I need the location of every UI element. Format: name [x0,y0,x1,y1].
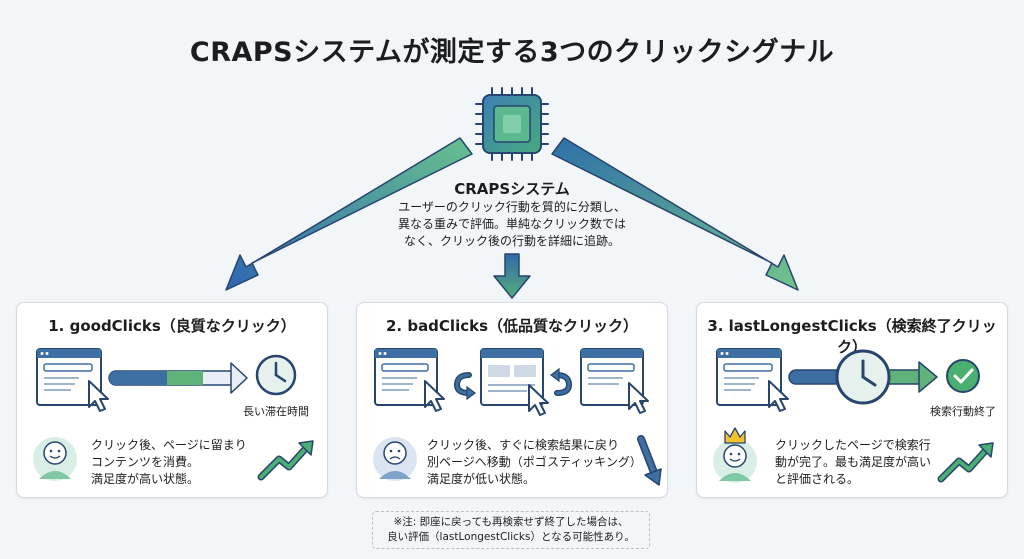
lastlongestclicks-card: 3. lastLongestClicks（検索終了クリック） [696,302,1008,498]
craps-system-description-text: ユーザーのクリック行動を質的に分類し、 異なる重みで評価。単純なクリック数では … [397,200,626,248]
large-clock-icon [835,349,891,405]
back-arrow-icon [550,367,573,396]
trend-up-icon [937,442,994,483]
cpu-chip-icon [475,87,549,161]
browser-window-icon [716,348,782,406]
search-results-browser-icon [374,348,445,412]
search-end-label: 検索行動終了 [930,405,996,418]
time-flow-arrow [108,362,248,394]
craps-system-description: ユーザーのクリック行動を質的に分類し、 異なる重みで評価。単純なクリック数では … [370,199,654,250]
badclicks-title: 2. badClicks（低品質なクリック） [385,317,639,335]
search-results-browser-icon-2 [580,348,649,414]
mouse-cursor-icon [88,380,109,412]
browser-window-icon [36,348,102,406]
page-browser-icon [480,348,549,416]
long-dwell-time-label: 長い滞在時間 [243,405,309,418]
return-arrow-icon [453,372,476,401]
goodclicks-card: 1. goodClicks（良質なクリック） [16,302,328,498]
lastlongestclicks-description: クリックしたページで検索行 動が完了。最も満足度が高い と評価される。 [775,438,932,486]
trend-down-icon [637,435,662,486]
arrow-to-goodclicks [225,137,473,291]
footnote: ※注: 即座に戻っても再検索せず終了した場合は、 良い評価（lastLonges… [372,511,650,549]
arrow-to-lastlongestclicks [551,137,799,291]
badclicks-card: 2. badClicks（低品質なクリック） [356,302,668,498]
trend-up-icon [257,440,314,481]
diagram-title: CRAPSシステムが測定する3つのクリックシグナル [189,37,835,68]
happy-user-avatar [33,437,77,481]
sad-user-avatar [373,437,417,481]
craps-system-label: CRAPSシステム [454,180,570,198]
crowned-happy-user-avatar [713,427,757,483]
goodclicks-title: 1. goodClicks（良質なクリック） [48,317,296,335]
goodclicks-description: クリック後、ページに留まり コンテンツを消費。 満足度が高い状態。 [91,438,247,486]
arrow-to-badclicks [493,253,531,299]
clock-icon [255,354,297,396]
badclicks-description: クリック後、すぐに検索結果に戻り 別ページへ移動（ポゴスティッキング） 満足度が… [427,438,642,486]
mouse-cursor-icon [768,380,789,412]
check-circle-icon [946,359,980,393]
